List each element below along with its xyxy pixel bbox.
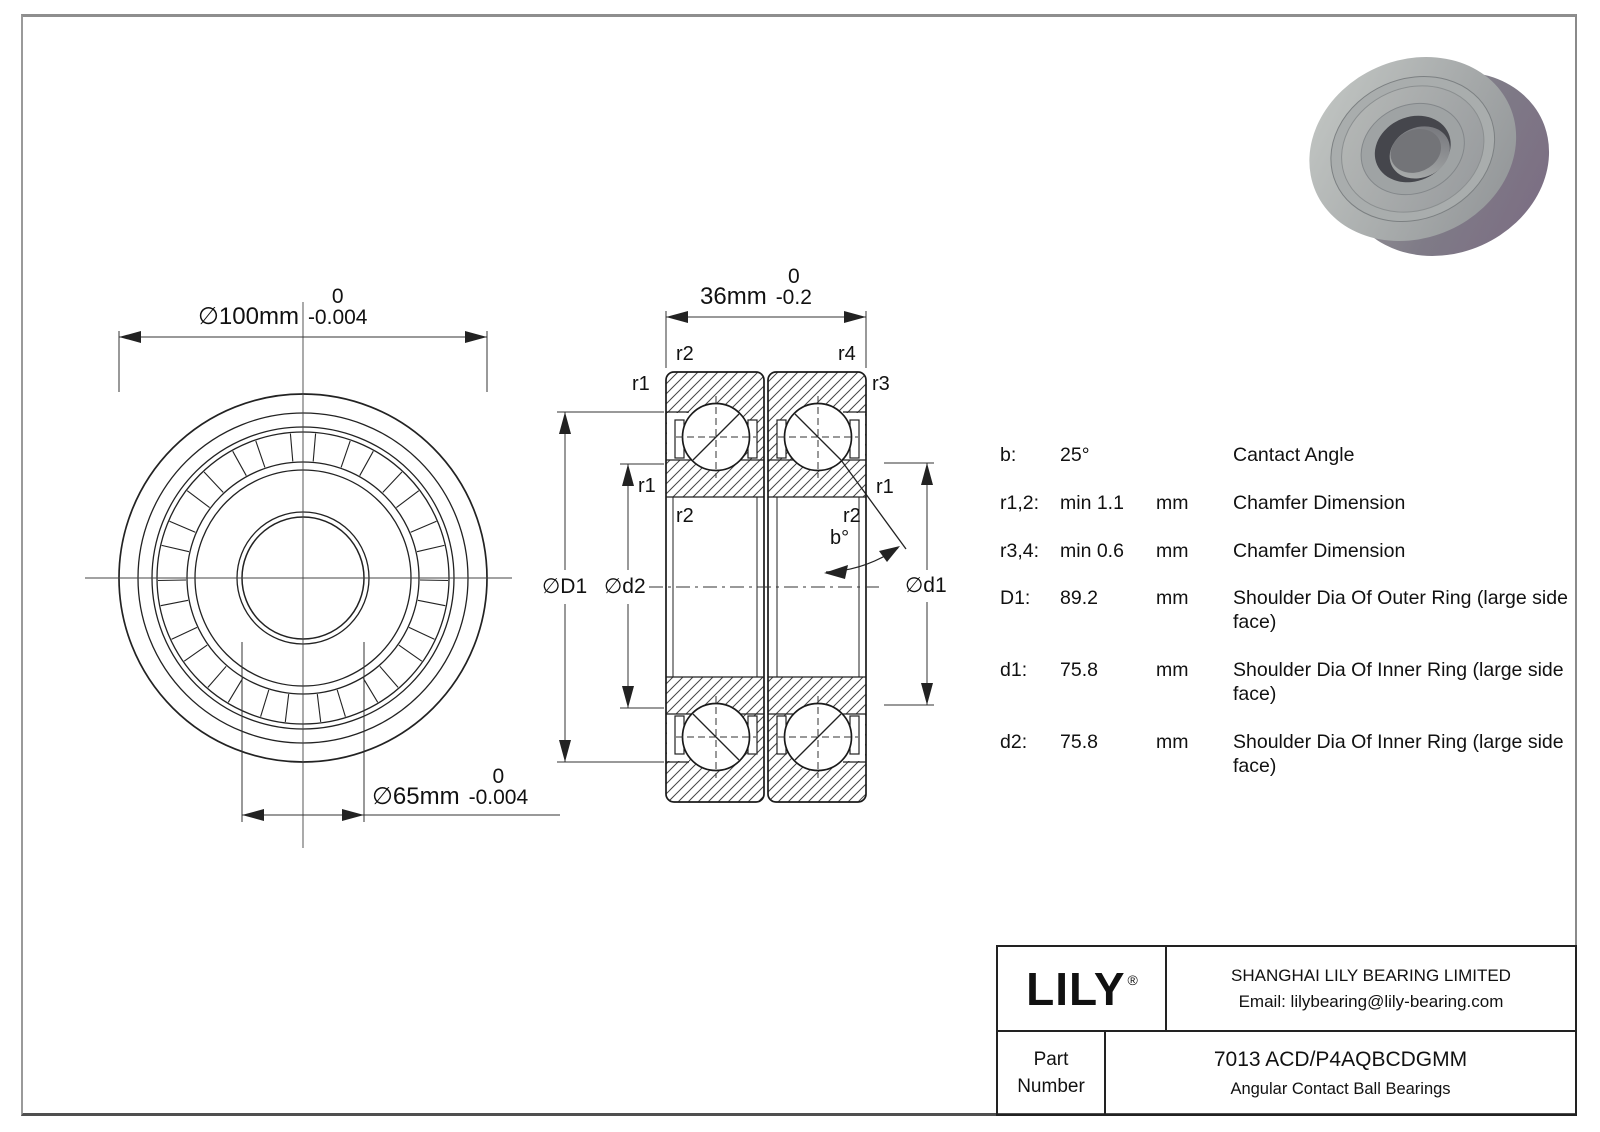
front-view-dimensions — [118, 331, 560, 822]
dim-bore-diameter: ∅65mm 0 -0.004 — [372, 766, 528, 809]
ball-cages — [674, 419, 860, 755]
label-D1: ∅D1 — [540, 575, 590, 598]
label-contact-angle: b° — [830, 527, 850, 549]
company-info: SHANGHAI LILY BEARING LIMITED Email: lil… — [1167, 947, 1575, 1030]
spec-label: r3,4: — [1000, 540, 1040, 562]
spec-row-chamfer-r12: r1,2: min 1.1 mm Chamfer Dimension — [1000, 491, 1575, 515]
dim-outer-value: ∅100mm — [198, 302, 299, 330]
spec-row-chamfer-r34: r3,4: min 0.6 mm Chamfer Dimension — [1000, 539, 1575, 563]
label-r4-top-right: r4 — [838, 343, 856, 365]
spec-row-d2: d2: 75.8 mm Shoulder Dia Of Inner Ring (… — [1000, 730, 1575, 778]
title-block-part-row: Part Number 7013 ACD/P4AQBCDGMM Angular … — [998, 1032, 1575, 1114]
label-r2-top-left: r2 — [676, 343, 694, 365]
title-block-company-row: LILY® SHANGHAI LILY BEARING LIMITED Emai… — [998, 947, 1575, 1032]
label-r1-mid-right: r1 — [876, 476, 894, 498]
company-email: Email: lilybearing@lily-bearing.com — [1238, 991, 1504, 1011]
spec-label: r1,2: — [1000, 492, 1040, 514]
part-category: Angular Contact Ball Bearings — [1230, 1079, 1451, 1098]
label-r2-inner-right: r2 — [843, 505, 861, 527]
front-view-drawing — [85, 302, 512, 848]
company-name: SHANGHAI LILY BEARING LIMITED — [1231, 965, 1511, 985]
spec-unit: mm — [1156, 731, 1189, 753]
spec-desc: Shoulder Dia Of Inner Ring (large side f… — [1233, 659, 1564, 705]
label-r1-outer-left: r1 — [632, 373, 650, 395]
spec-unit — [1156, 443, 1233, 467]
spec-unit: mm — [1156, 659, 1189, 681]
spec-unit: mm — [1156, 492, 1189, 514]
spec-label: b: — [1000, 444, 1017, 466]
spec-row-contact-angle: b: 25° Cantact Angle — [1000, 443, 1575, 467]
dim-width-tolerance: 0 -0.2 — [775, 265, 812, 310]
title-block: LILY® SHANGHAI LILY BEARING LIMITED Emai… — [996, 945, 1577, 1116]
dim-width: 36mm 0 -0.2 — [700, 266, 812, 309]
spec-row-d1: d1: 75.8 mm Shoulder Dia Of Inner Ring (… — [1000, 658, 1575, 706]
spec-desc: Chamfer Dimension — [1233, 540, 1406, 562]
spec-label: D1: — [1000, 587, 1031, 609]
part-number-label: Part Number — [998, 1032, 1106, 1114]
bearing-3d-image — [1309, 56, 1550, 256]
label-d1: ∅d1 — [903, 574, 949, 597]
spec-desc: Chamfer Dimension — [1233, 492, 1406, 514]
spec-value: 75.8 — [1060, 659, 1098, 681]
part-number-value: 7013 ACD/P4AQBCDGMM — [1213, 1047, 1468, 1071]
spec-value: min 1.1 — [1060, 492, 1124, 514]
spec-label: d2: — [1000, 731, 1028, 753]
spec-desc: Shoulder Dia Of Inner Ring (large side f… — [1233, 731, 1564, 777]
section-view-drawing — [649, 371, 907, 803]
label-d2: ∅d2 — [602, 575, 648, 598]
dim-width-value: 36mm — [700, 282, 767, 310]
spec-desc: Shoulder Dia Of Outer Ring (large side f… — [1233, 587, 1568, 633]
cage-pockets — [157, 433, 449, 722]
lily-logo-text: LILY® — [1026, 962, 1139, 1015]
spec-unit: mm — [1156, 587, 1189, 609]
spec-desc: Cantact Angle — [1233, 444, 1355, 466]
section-view-dimensions — [557, 311, 934, 763]
spec-value: 75.8 — [1060, 731, 1098, 753]
spec-row-D1: D1: 89.2 mm Shoulder Dia Of Outer Ring (… — [1000, 586, 1575, 634]
spec-value: 89.2 — [1060, 587, 1098, 609]
contact-angle-line — [840, 459, 907, 550]
label-r3-outer-right: r3 — [872, 373, 890, 395]
registered-mark: ® — [1127, 971, 1139, 988]
spec-value: min 0.6 — [1060, 540, 1124, 562]
spec-label: d1: — [1000, 659, 1028, 681]
label-r2-inner-left: r2 — [676, 505, 694, 527]
dim-outer-tolerance: 0 -0.004 — [307, 285, 368, 330]
dim-outer-diameter: ∅100mm 0 -0.004 — [198, 286, 367, 329]
label-r1-mid-left: r1 — [638, 475, 656, 497]
spec-unit: mm — [1156, 540, 1189, 562]
part-number-cell: 7013 ACD/P4AQBCDGMM Angular Contact Ball… — [1106, 1032, 1575, 1114]
lily-logo: LILY® — [998, 947, 1167, 1030]
dim-bore-value: ∅65mm — [372, 782, 460, 810]
spec-value: 25° — [1060, 444, 1090, 466]
dim-bore-tolerance: 0 -0.004 — [468, 765, 529, 810]
